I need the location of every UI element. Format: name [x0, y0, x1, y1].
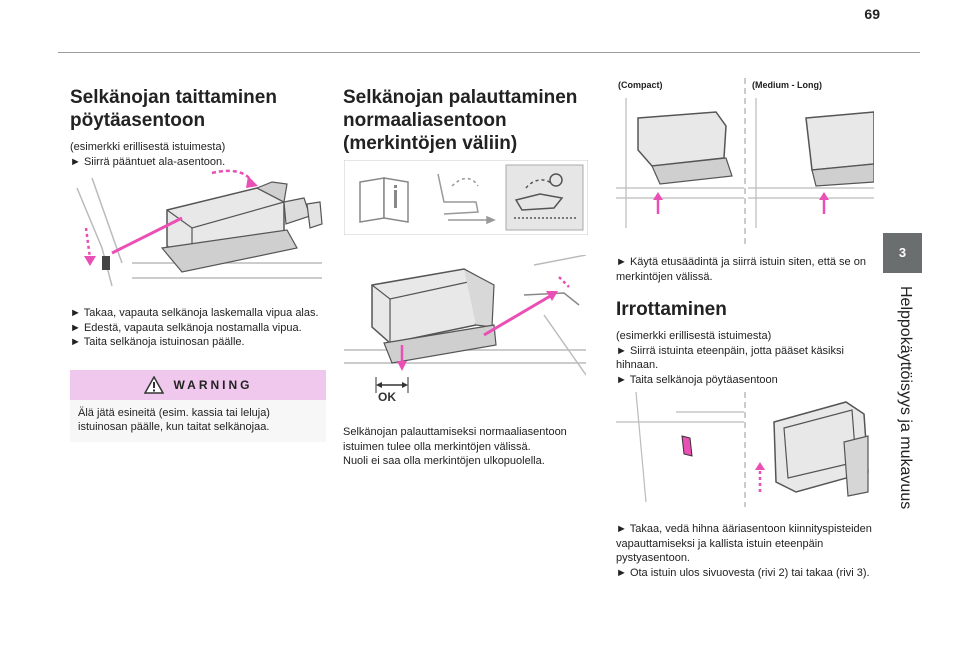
column-1: Selkänojan taittaminen pöytäasentoon (es… — [70, 86, 332, 169]
step-front-release: ► Edestä, vapauta selkänoja nostamalla v… — [70, 321, 302, 334]
page-number: 69 — [864, 6, 880, 22]
step-move-seat: ► Käytä etusäädintä ja siirrä istuin sit… — [616, 256, 866, 283]
illustration-instruction-icons — [344, 160, 588, 235]
column-3-top: ► Käytä etusäädintä ja siirrä istuin sit… — [616, 255, 876, 387]
section-tab[interactable]: 3 — [883, 233, 922, 273]
section-title-vertical: Helppokäyttöisyys ja mukavuus — [881, 286, 925, 596]
caption-arrow-note: Nuoli ei saa olla merkintöjen ulkopuolel… — [343, 455, 545, 467]
step-rear-release: ► Takaa, vapauta selkänoja laskemalla vi… — [70, 307, 319, 319]
label-compact: (Compact) — [618, 80, 663, 90]
step-take-out: ► Ota istuin ulos sivuovesta (rivi 2) ta… — [616, 566, 870, 579]
heading-restore-backrest: Selkänojan palauttaminen normaaliasentoo… — [343, 87, 578, 154]
manual-book-icon — [359, 177, 409, 223]
section-title-text: Helppokäyttöisyys ja mukavuus — [897, 286, 914, 510]
step-headrests: ► Siirrä pääntuet ala-asentoon. — [70, 155, 226, 168]
illustration-seat-marks — [616, 78, 874, 248]
seat-fold-icon — [437, 173, 496, 225]
ok-label: OK — [378, 390, 396, 404]
column-1-steps: ► Takaa, vapauta selkänoja laskemalla vi… — [70, 306, 332, 350]
illustration-fold-backrest — [76, 169, 323, 287]
warning-header: WARNING — [70, 370, 326, 400]
step-fold-table: ► Taita selkänoja pöytäasentoon — [616, 373, 778, 386]
warning-box: WARNING Älä jätä esineitä (esim. kassia … — [70, 370, 326, 442]
step-pull-strap: ► Takaa, vedä hihna ääriasentoon kiinnit… — [616, 523, 872, 564]
step-fold: ► Taita selkänoja istuinosan päälle. — [70, 336, 245, 348]
column-3-bottom: ► Takaa, vedä hihna ääriasentoon kiinnit… — [616, 522, 876, 580]
label-medium-long: (Medium - Long) — [752, 80, 822, 90]
illustration-restore-seat — [344, 255, 586, 393]
warning-title: WARNING — [173, 378, 253, 392]
heading-removal: Irrottaminen — [616, 299, 727, 320]
column-2: Selkänojan palauttaminen normaaliasentoo… — [343, 86, 603, 155]
step-move-forward: ► Siirrä istuinta eteenpäin, jotta pääse… — [616, 344, 844, 372]
warning-triangle-icon — [143, 376, 164, 394]
illustration-remove-seat — [616, 392, 869, 507]
heading-fold-backrest: Selkänojan taittaminen pöytäasentoon — [70, 87, 277, 131]
column-2-caption: Selkänojan palauttamiseksi normaaliasent… — [343, 425, 603, 469]
removal-example: (esimerkki erillisestä istuimesta) — [616, 330, 772, 342]
header-rule — [58, 52, 920, 53]
caption-between-marks: Selkänojan palauttamiseksi normaaliasent… — [343, 426, 567, 453]
warning-text: Älä jätä esineitä (esim. kassia tai lelu… — [78, 407, 270, 433]
intro-example: (esimerkki erillisestä istuimesta) — [70, 141, 226, 153]
seat-lock-icon — [514, 173, 576, 219]
